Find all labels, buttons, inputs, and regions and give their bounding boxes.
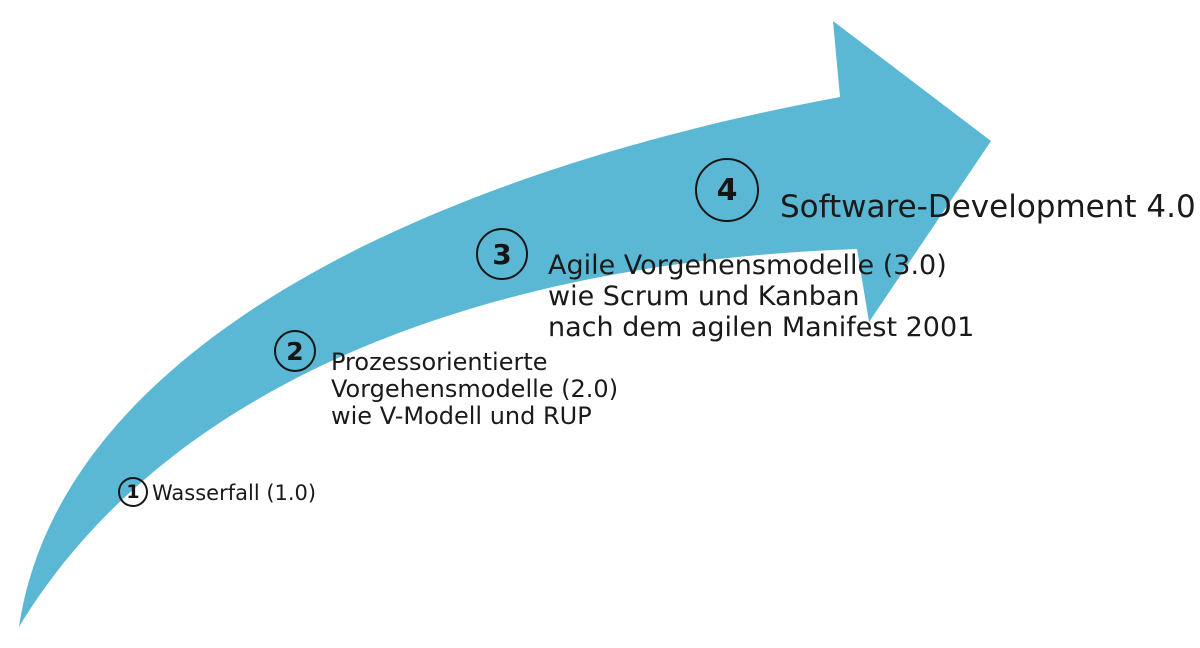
milestone-1-circle: 1	[118, 477, 148, 507]
milestone-4-label-line: Software-Development 4.0	[780, 189, 1196, 225]
milestone-3-circle: 3	[476, 228, 528, 280]
milestone-2-circle: 2	[274, 330, 316, 372]
milestone-1-label-line: Wasserfall (1.0)	[152, 481, 317, 505]
milestone-4-label: Software-Development 4.0	[780, 189, 1196, 225]
milestone-2-label-line: Vorgehensmodelle (2.0)	[331, 375, 619, 403]
milestone-3-label-line: wie Scrum und Kanban	[548, 281, 860, 312]
milestone-3-label-line: nach dem agilen Manifest 2001	[548, 312, 975, 343]
milestone-2-label: Prozessorientierte Vorgehensmodelle (2.0…	[331, 349, 618, 430]
milestone-4-number: 4	[716, 172, 738, 208]
milestone-3-label-line: Agile Vorgehensmodelle (3.0)	[548, 250, 947, 281]
milestone-3-label: Agile Vorgehensmodelle (3.0) wie Scrum u…	[548, 250, 974, 343]
milestone-4-circle: 4	[695, 158, 759, 222]
milestone-2-number: 2	[286, 336, 304, 366]
milestone-3-number: 3	[492, 237, 512, 271]
milestone-1-number: 1	[126, 481, 140, 503]
milestone-2-label-line: Prozessorientierte	[331, 348, 548, 376]
milestone-2-label-line: wie V-Modell und RUP	[331, 402, 592, 430]
milestone-1-label: Wasserfall (1.0)	[152, 480, 316, 506]
